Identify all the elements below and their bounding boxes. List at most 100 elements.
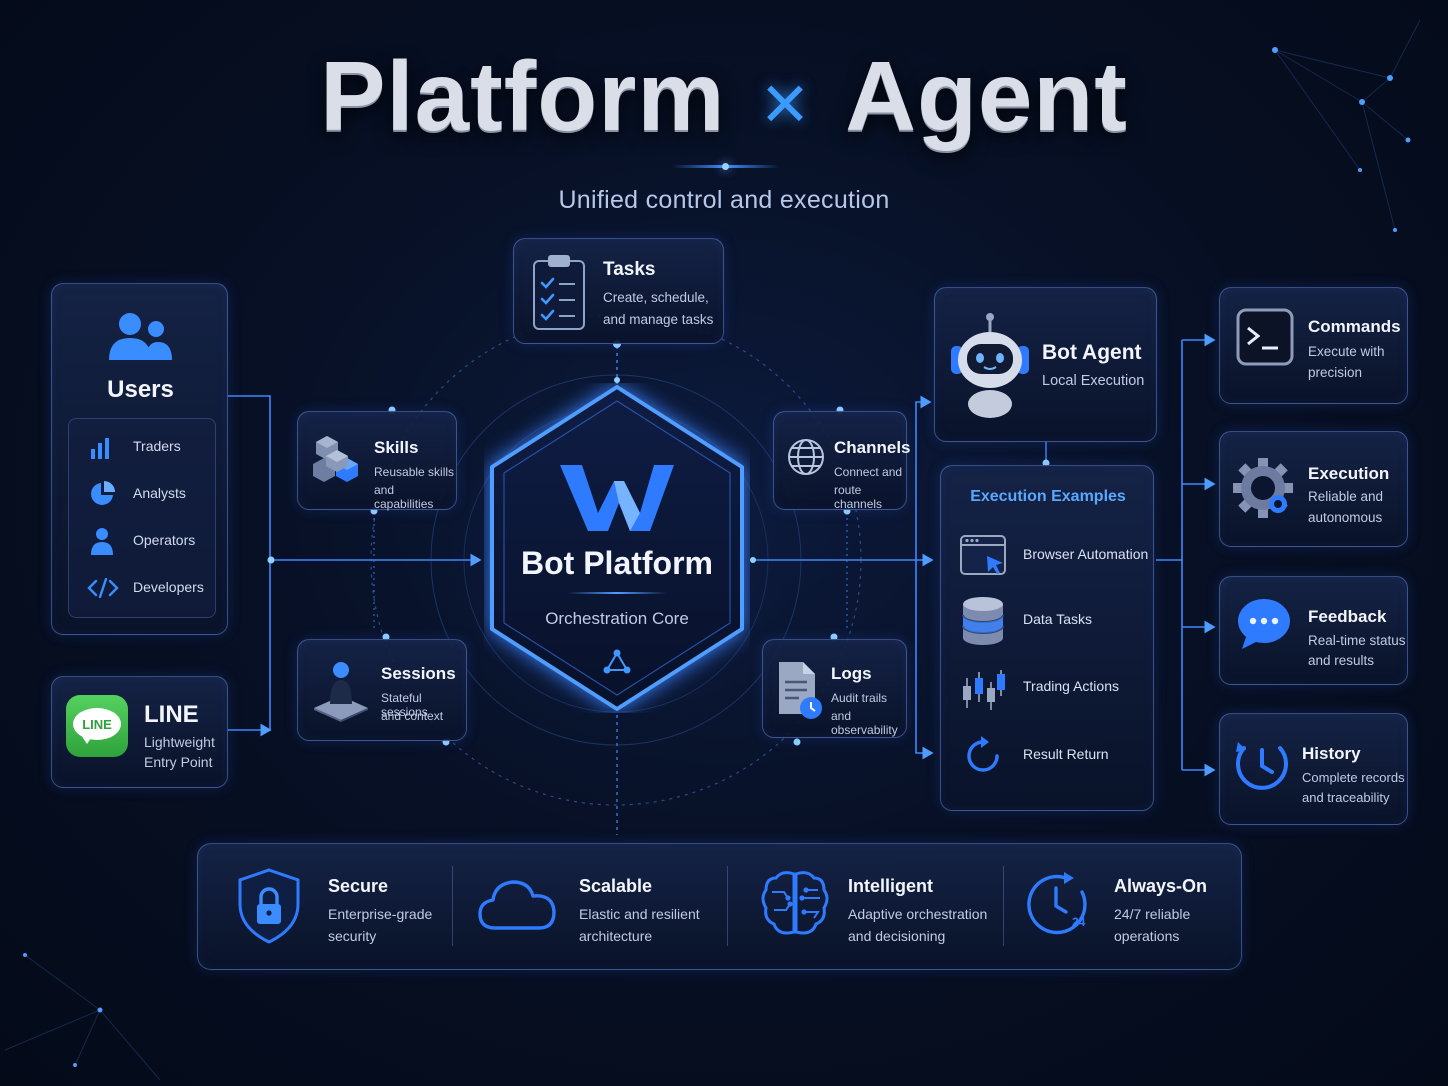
browser-cursor-icon xyxy=(960,535,1006,575)
terminal-icon xyxy=(1236,308,1294,366)
channels-module[interactable]: Channels Connect and route channels xyxy=(773,411,911,511)
line-desc-2: Entry Point xyxy=(144,754,213,770)
feature-intelligent: Intelligent Adaptive orchestration and d… xyxy=(728,844,1003,971)
user-item-developers[interactable]: Developers xyxy=(69,568,215,608)
bot-platform-logo-icon xyxy=(560,465,674,531)
channels-title: Channels xyxy=(834,438,911,457)
logs-module[interactable]: Logs Audit trails and observability xyxy=(762,639,907,738)
feature-title: Scalable xyxy=(579,876,653,896)
feature-secure: Secure Enterprise-grade security xyxy=(198,844,452,971)
outcome-desc-1: Complete records xyxy=(1302,770,1405,785)
user-item-label: Traders xyxy=(133,438,181,454)
feature-desc-1: Adaptive orchestration xyxy=(848,906,988,922)
refresh-icon xyxy=(967,736,999,772)
robot-icon xyxy=(951,313,1029,418)
sessions-module[interactable]: Sessions Stateful sessions and context xyxy=(297,639,467,741)
feature-desc-2: and decisioning xyxy=(848,928,946,944)
channels-desc-1: Connect and xyxy=(834,465,903,479)
feature-divider xyxy=(452,866,453,946)
candlestick-icon xyxy=(963,670,1005,710)
outcome-desc-1: Reliable and xyxy=(1308,489,1384,504)
tasks-desc-2: and manage tasks xyxy=(603,312,714,327)
execution-examples-panel: Execution Examples Browser Automation Da… xyxy=(940,465,1154,811)
core-title: Bot Platform xyxy=(521,545,713,581)
clock-24-label: 24 xyxy=(1072,915,1086,929)
logs-title: Logs xyxy=(831,664,872,683)
feature-divider xyxy=(1003,866,1004,946)
user-item-label: Analysts xyxy=(133,485,186,501)
history-clock-icon xyxy=(1236,742,1288,790)
example-label: Result Return xyxy=(1023,746,1109,762)
example-trading-actions[interactable]: Trading Actions xyxy=(941,658,1155,718)
users-title: Users xyxy=(107,376,174,403)
outcome-desc-2: and results xyxy=(1308,653,1375,668)
outcome-desc-2: precision xyxy=(1308,365,1363,380)
features-bar: Secure Enterprise-grade security Scalabl… xyxy=(197,843,1242,970)
outcome-title: Execution xyxy=(1308,464,1390,483)
feature-desc-1: Enterprise-grade xyxy=(328,906,433,922)
tasks-desc-1: Create, schedule, xyxy=(603,290,709,305)
session-user-platform-icon xyxy=(314,662,368,722)
outcome-desc-2: autonomous xyxy=(1308,510,1383,525)
tasks-module[interactable]: Tasks Create, schedule, and manage tasks xyxy=(513,238,724,344)
tasks-title: Tasks xyxy=(603,259,656,280)
line-panel[interactable]: LINE LINE Lightweight Entry Point xyxy=(51,676,228,788)
outcome-history[interactable]: History Complete records and traceabilit… xyxy=(1219,713,1408,825)
user-item-traders[interactable]: Traders xyxy=(69,427,215,467)
example-browser-automation[interactable]: Browser Automation xyxy=(941,526,1155,586)
feature-desc-2: operations xyxy=(1114,928,1180,944)
skills-module[interactable]: Skills Reusable skills and capabilities xyxy=(297,411,457,511)
bot-agent-title: Bot Agent xyxy=(1042,341,1142,364)
title-underline xyxy=(672,163,780,170)
outcome-desc-1: Execute with xyxy=(1308,344,1385,359)
sessions-desc-1: Stateful sessions xyxy=(381,691,428,719)
user-item-label: Developers xyxy=(133,579,204,595)
page-title: Platform×Agent xyxy=(320,41,1128,151)
outcome-title: Commands xyxy=(1308,317,1401,336)
sessions-desc-2: and context xyxy=(381,709,444,723)
skills-desc-1: Reusable skills xyxy=(374,465,455,479)
users-list: Traders Analysts Operators Developers xyxy=(68,418,216,618)
cloud-icon xyxy=(478,880,556,930)
outcome-desc-1: Real-time status xyxy=(1308,633,1406,648)
example-label: Browser Automation xyxy=(1023,546,1149,562)
globe-icon xyxy=(788,439,824,475)
feature-desc-1: 24/7 reliable xyxy=(1114,906,1191,922)
outcome-feedback[interactable]: Feedback Real-time status and results xyxy=(1219,576,1408,685)
example-label: Trading Actions xyxy=(1023,678,1119,694)
core-hexagon[interactable]: Bot Platform Orchestration Core xyxy=(484,383,750,713)
user-item-label: Operators xyxy=(133,532,196,548)
skills-title: Skills xyxy=(374,438,419,457)
feature-divider xyxy=(727,866,728,946)
feature-title: Intelligent xyxy=(848,876,933,896)
example-result-return[interactable]: Result Return xyxy=(941,726,1155,786)
page-subtitle: Unified control and execution xyxy=(558,186,890,214)
feature-title: Always-On xyxy=(1114,876,1208,896)
outcome-title: History xyxy=(1302,744,1361,763)
bot-agent-panel[interactable]: Bot Agent Local Execution xyxy=(934,287,1157,442)
line-logo-text: LINE xyxy=(82,717,112,732)
user-item-operators[interactable]: Operators xyxy=(69,521,215,561)
execution-examples-title: Execution Examples xyxy=(970,488,1126,505)
clipboard-checklist-icon xyxy=(533,255,585,330)
clock-24-icon: 24 xyxy=(1027,872,1087,935)
feature-desc-1: Elastic and resilient xyxy=(579,906,700,922)
outcome-execution[interactable]: Execution Reliable and autonomous xyxy=(1219,431,1408,547)
bar-chart-icon xyxy=(91,438,109,459)
example-data-tasks[interactable]: Data Tasks xyxy=(941,591,1155,651)
cubes-icon xyxy=(313,436,358,482)
bot-agent-subtitle: Local Execution xyxy=(1042,373,1145,389)
outcome-commands[interactable]: Commands Execute with precision xyxy=(1219,287,1408,404)
logs-desc-2: and observability xyxy=(831,709,898,737)
core-subtitle: Orchestration Core xyxy=(545,609,689,628)
pie-chart-icon xyxy=(91,481,115,505)
example-label: Data Tasks xyxy=(1023,611,1092,627)
feature-desc-2: architecture xyxy=(579,928,653,944)
user-item-analysts[interactable]: Analysts xyxy=(69,474,215,514)
feature-always-on: 24 Always-On 24/7 reliable operations xyxy=(1004,844,1241,971)
line-logo: LINE xyxy=(66,695,128,757)
code-icon xyxy=(87,578,119,598)
channels-desc-2: route channels xyxy=(834,483,883,511)
skills-desc-2: and capabilities xyxy=(374,483,434,511)
gear-icon xyxy=(1233,458,1293,518)
